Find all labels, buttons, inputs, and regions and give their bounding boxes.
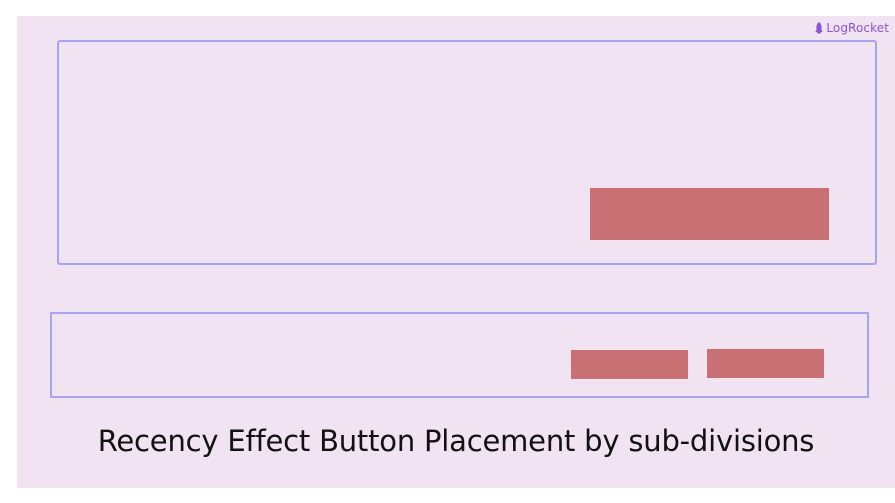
rocket-icon [814, 21, 824, 35]
small-panel [50, 312, 869, 398]
large-panel [57, 40, 877, 265]
diagram-caption: Recency Effect Button Placement by sub-d… [97, 424, 815, 458]
secondary-action-button[interactable] [571, 350, 688, 379]
diagram-canvas: LogRocket Recency Effect Button Placemen… [17, 16, 895, 488]
primary-action-button[interactable] [707, 349, 824, 378]
brand-name: LogRocket [826, 21, 889, 35]
brand-logo: LogRocket [814, 21, 889, 35]
primary-action-button[interactable] [590, 188, 829, 240]
